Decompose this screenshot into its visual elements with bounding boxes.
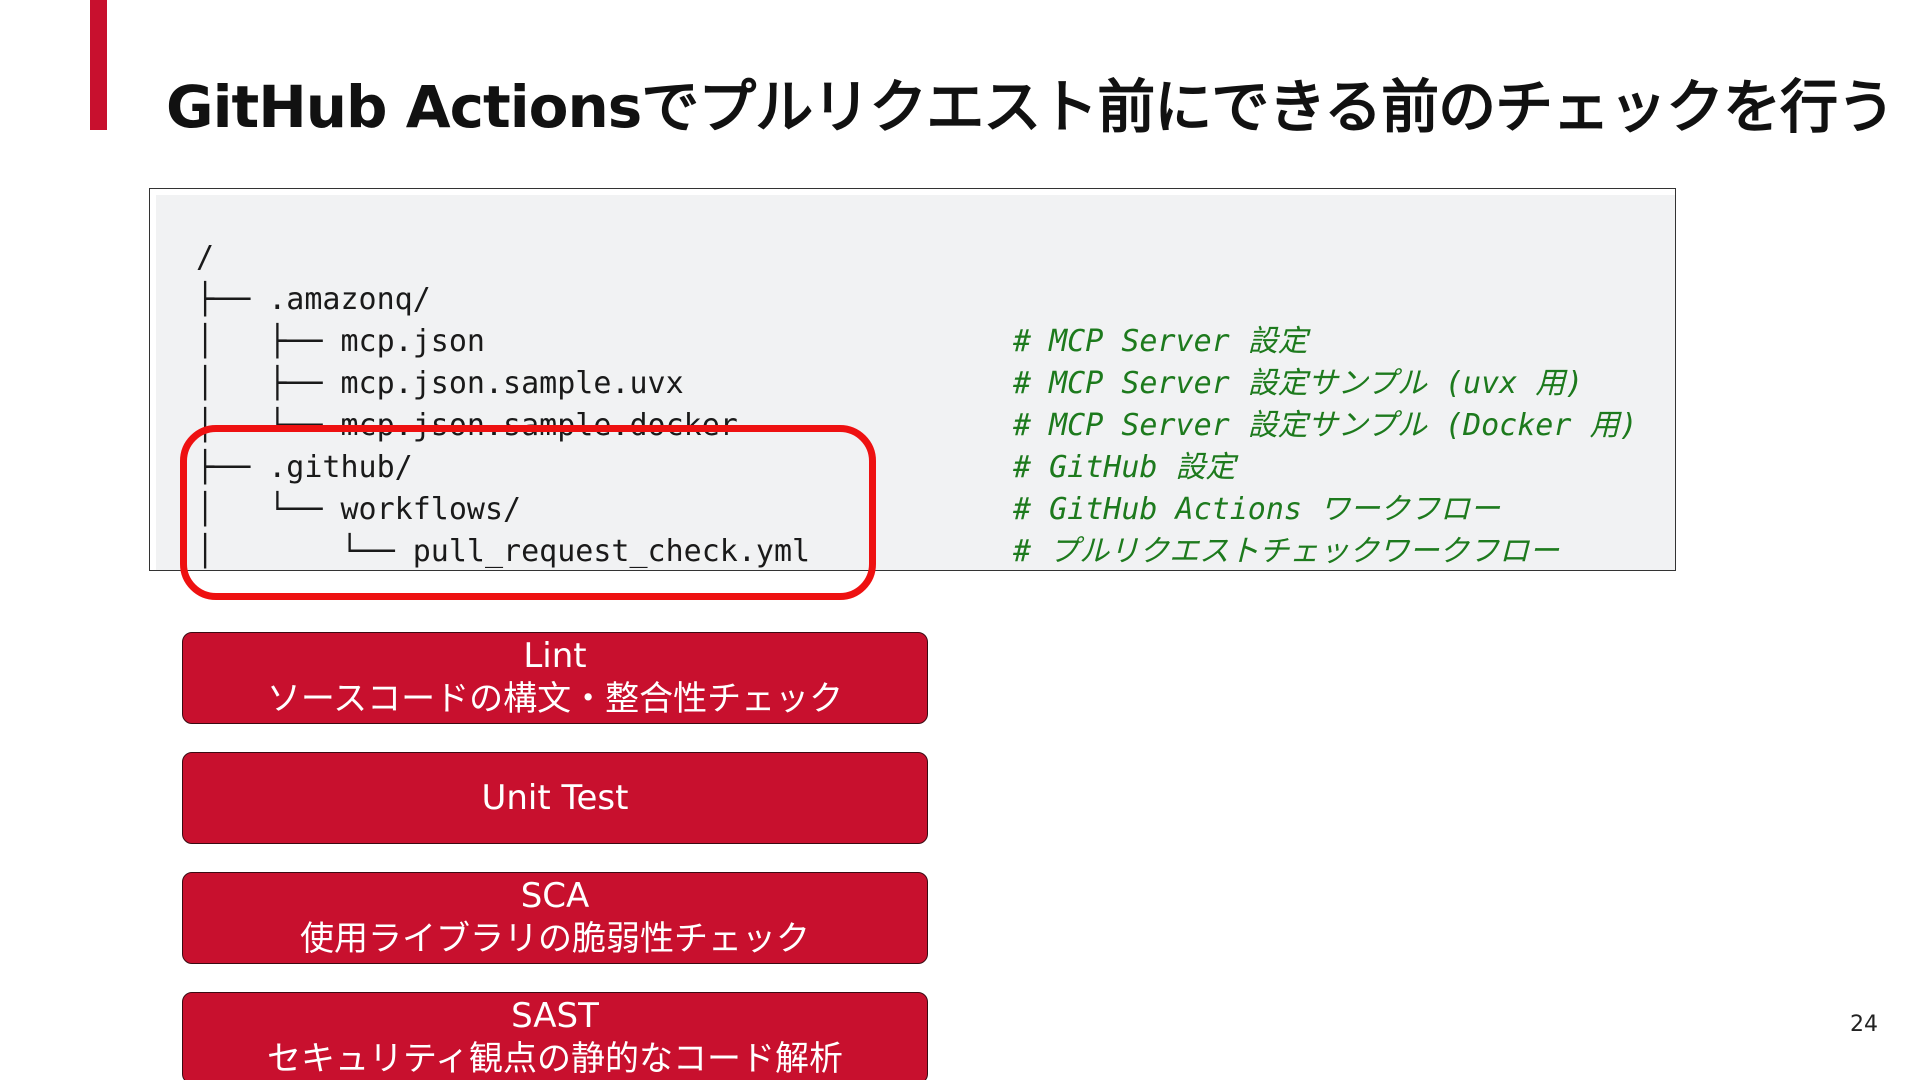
check-name: SAST xyxy=(511,996,599,1036)
code-line-path: / xyxy=(196,240,215,275)
lint-check-box: Lint ソースコードの構文・整合性チェック xyxy=(182,632,928,724)
code-line: │ └── pull_request_check.yml # プルリクエストチェ… xyxy=(156,531,1559,570)
code-line-path: │ └── pull_request_check.yml xyxy=(196,534,811,569)
code-line-path: ├── .github/ xyxy=(196,450,413,485)
page-number: 24 xyxy=(1850,1012,1878,1037)
slide-title: GitHub Actionsでプルリクエスト前にできる前のチェックを行う xyxy=(166,73,1895,141)
code-line-comment: # MCP Server 設定サンプル (Docker 用) xyxy=(1013,408,1638,443)
code-line: │ ├── mcp.json # MCP Server 設定 xyxy=(156,321,1308,363)
code-line-path: │ ├── mcp.json.sample.uvx xyxy=(196,366,684,401)
code-line-path: │ └── workflows/ xyxy=(196,492,522,527)
check-description: 使用ライブラリの脆弱性チェック xyxy=(300,919,810,959)
code-block-background: / ├── .amazonq/ │ ├── mcp.json # MCP Ser… xyxy=(156,195,1675,570)
title-accent-bar xyxy=(90,0,107,130)
github-folder-highlight xyxy=(180,425,876,600)
code-line: / xyxy=(156,237,301,279)
check-name: SCA xyxy=(520,876,590,916)
code-line-path: │ ├── mcp.json xyxy=(196,324,485,359)
code-line: │ └── workflows/ # GitHub Actions ワークフロー xyxy=(156,489,1500,531)
check-name: Unit Test xyxy=(481,778,629,818)
unit-test-check-box: Unit Test xyxy=(182,752,928,844)
check-description: セキュリティ観点の静的なコード解析 xyxy=(267,1039,843,1079)
code-line-comment: # MCP Server 設定 xyxy=(1013,324,1308,359)
check-description: ソースコードの構文・整合性チェック xyxy=(266,679,844,719)
code-line-comment: # GitHub 設定 xyxy=(1013,450,1236,485)
code-line-comment: # プルリクエストチェックワークフロー xyxy=(1013,534,1560,569)
directory-tree-code-block: / ├── .amazonq/ │ ├── mcp.json # MCP Ser… xyxy=(149,188,1676,571)
code-line: ├── .amazonq/ xyxy=(156,279,431,321)
sast-check-box: SAST セキュリティ観点の静的なコード解析 xyxy=(182,992,928,1080)
code-line-path: ├── .amazonq/ xyxy=(196,282,431,317)
check-name: Lint xyxy=(523,636,587,676)
code-line: │ ├── mcp.json.sample.uvx # MCP Server 設… xyxy=(156,363,1583,405)
code-line-comment: # GitHub Actions ワークフロー xyxy=(1013,492,1501,527)
code-line-comment: # MCP Server 設定サンプル (uvx 用) xyxy=(1013,366,1584,401)
sca-check-box: SCA 使用ライブラリの脆弱性チェック xyxy=(182,872,928,964)
code-line: ├── .github/ # GitHub 設定 xyxy=(156,447,1236,489)
